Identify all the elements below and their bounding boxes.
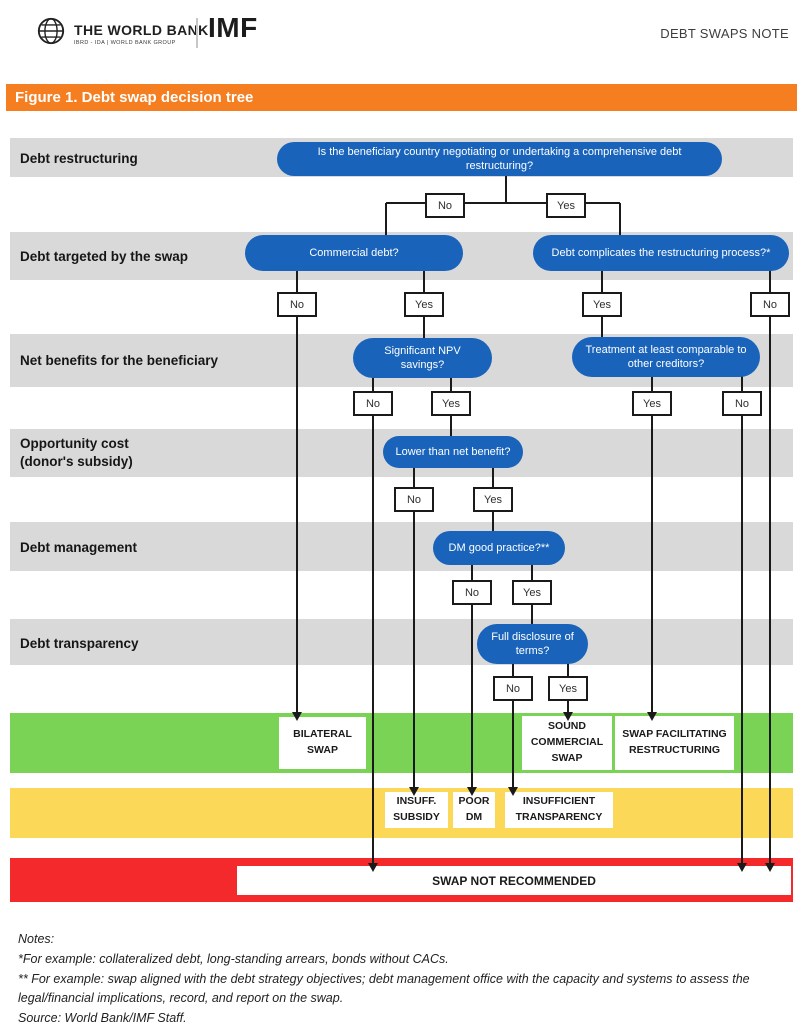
figure-title-bar: Figure 1. Debt swap decision tree bbox=[6, 84, 797, 111]
outcome-bilateral-swap: BILATERAL SWAP bbox=[279, 717, 366, 769]
outcome-poor-dm: POOR DM bbox=[453, 792, 495, 828]
world-bank-title: THE WORLD BANK bbox=[74, 21, 209, 38]
answer-commercial-yes: Yes bbox=[404, 292, 444, 317]
question-lower-than-net-benefit: Lower than net benefit? bbox=[383, 436, 523, 468]
notes-heading: Notes: bbox=[18, 932, 55, 946]
imf-logo: IMF bbox=[208, 12, 258, 43]
notes-block: Notes: *For example: collateralized debt… bbox=[18, 930, 796, 1024]
row-label-debt-management: Debt management bbox=[20, 540, 138, 555]
figure-title: Figure 1. Debt swap decision tree bbox=[15, 89, 254, 106]
answer-treatment-no: No bbox=[722, 391, 762, 416]
answer-dm-yes: Yes bbox=[512, 580, 552, 605]
note-2: ** For example: swap aligned with the de… bbox=[18, 971, 750, 1006]
answer-lower-benefit-yes: Yes bbox=[473, 487, 513, 512]
outcome-insufficient-subsidy: INSUFF. SUBSIDY bbox=[385, 792, 448, 828]
row-band-debt-management bbox=[10, 522, 793, 571]
world-bank-subtitle: IBRD - IDA | WORLD BANK GROUP bbox=[74, 39, 176, 46]
question-debt-complicates: Debt complicates the restructuring proce… bbox=[533, 235, 789, 271]
row-label-net-benefits: Net benefits for the beneficiary bbox=[20, 353, 219, 368]
answer-complicates-no: No bbox=[750, 292, 790, 317]
outcome-insufficient-transparency: INSUFFICIENT TRANSPARENCY bbox=[505, 792, 613, 828]
notes-source: Source: World Bank/IMF Staff. bbox=[18, 1011, 187, 1024]
outcome-swap-not-recommended: SWAP NOT RECOMMENDED bbox=[237, 866, 791, 895]
answer-disclosure-no: No bbox=[493, 676, 533, 701]
answer-commercial-no: No bbox=[277, 292, 317, 317]
question-dm-good-practice: DM good practice?** bbox=[433, 531, 565, 565]
answer-restructuring-no: No bbox=[425, 193, 465, 218]
question-debt-restructuring: Is the beneficiary country negotiating o… bbox=[277, 142, 722, 176]
answer-npv-yes: Yes bbox=[431, 391, 471, 416]
question-commercial-debt: Commercial debt? bbox=[245, 235, 463, 271]
document-title: DEBT SWAPS NOTE bbox=[660, 26, 789, 41]
answer-complicates-yes: Yes bbox=[582, 292, 622, 317]
answer-dm-no: No bbox=[452, 580, 492, 605]
answer-lower-benefit-no: No bbox=[394, 487, 434, 512]
world-bank-globe-icon bbox=[36, 16, 66, 51]
row-band-debt-transparency bbox=[10, 619, 793, 665]
logo-divider bbox=[196, 18, 198, 48]
outcome-swap-facilitating-restructuring: SWAP FACILITATING RESTRUCTURING bbox=[615, 716, 734, 770]
world-bank-logo: THE WORLD BANK IBRD - IDA | WORLD BANK G… bbox=[36, 16, 209, 51]
answer-treatment-yes: Yes bbox=[632, 391, 672, 416]
row-label-opportunity-cost: Opportunity cost (donor's subsidy) bbox=[20, 436, 133, 470]
row-label-debt-transparency: Debt transparency bbox=[20, 636, 139, 651]
note-1: *For example: collateralized debt, long-… bbox=[18, 951, 449, 966]
answer-disclosure-yes: Yes bbox=[548, 676, 588, 701]
answer-restructuring-yes: Yes bbox=[546, 193, 586, 218]
question-treatment-comparable: Treatment at least comparable to other c… bbox=[572, 337, 760, 377]
row-label-debt-restructuring: Debt restructuring bbox=[20, 151, 138, 166]
answer-npv-no: No bbox=[353, 391, 393, 416]
row-label-debt-targeted: Debt targeted by the swap bbox=[20, 249, 189, 264]
question-npv-savings: Significant NPV savings? bbox=[353, 338, 492, 378]
question-full-disclosure: Full disclosure of terms? bbox=[477, 624, 588, 664]
outcome-sound-commercial-swap: SOUND COMMERCIAL SWAP bbox=[522, 716, 612, 770]
